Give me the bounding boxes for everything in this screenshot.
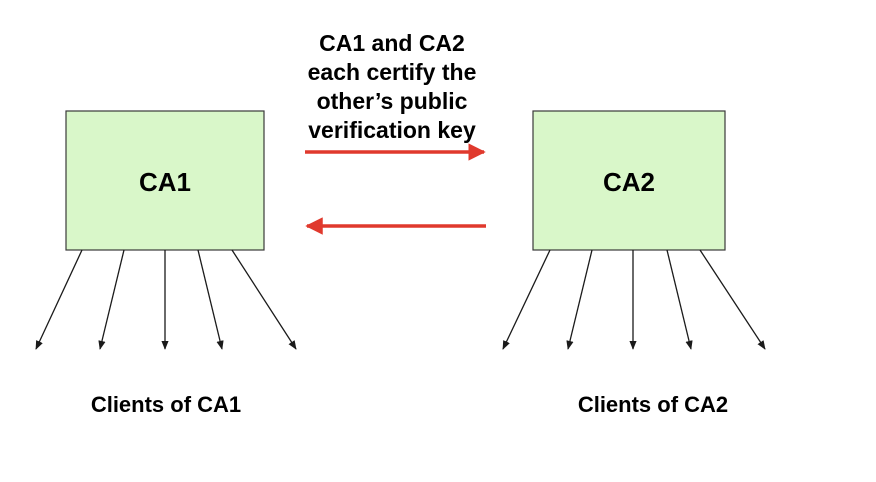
caption-line-2: each certify the	[308, 59, 477, 85]
ca2-box	[532, 110, 726, 251]
ca2-client-arrows	[502, 249, 766, 350]
caption-line-1: CA1 and CA2	[319, 30, 465, 56]
ca2-client-arrow	[666, 249, 693, 350]
ca1-node: CA1	[65, 110, 265, 251]
ca1-label: CA1	[139, 167, 191, 197]
ca2-label: CA2	[603, 167, 655, 197]
ca1-clients-label: Clients of CA1	[91, 392, 241, 417]
ca1-client-arrows	[35, 249, 297, 350]
ca2-node: CA2	[532, 110, 726, 251]
ca2-client-arrow	[566, 249, 593, 350]
caption: CA1 and CA2 each certify the other’s pub…	[308, 30, 477, 143]
ca1-client-arrow	[98, 249, 125, 350]
caption-line-3: other’s public	[317, 88, 468, 114]
caption-line-4: verification key	[308, 117, 476, 143]
ca2-client-arrow	[502, 249, 551, 350]
ca1-client-arrow	[197, 249, 224, 350]
ca1-client-arrow	[35, 249, 83, 350]
ca2-client-arrow	[699, 249, 766, 350]
ca2-clients-label: Clients of CA2	[578, 392, 728, 417]
ca1-client-arrow	[231, 249, 297, 350]
ca1-box	[65, 110, 265, 251]
